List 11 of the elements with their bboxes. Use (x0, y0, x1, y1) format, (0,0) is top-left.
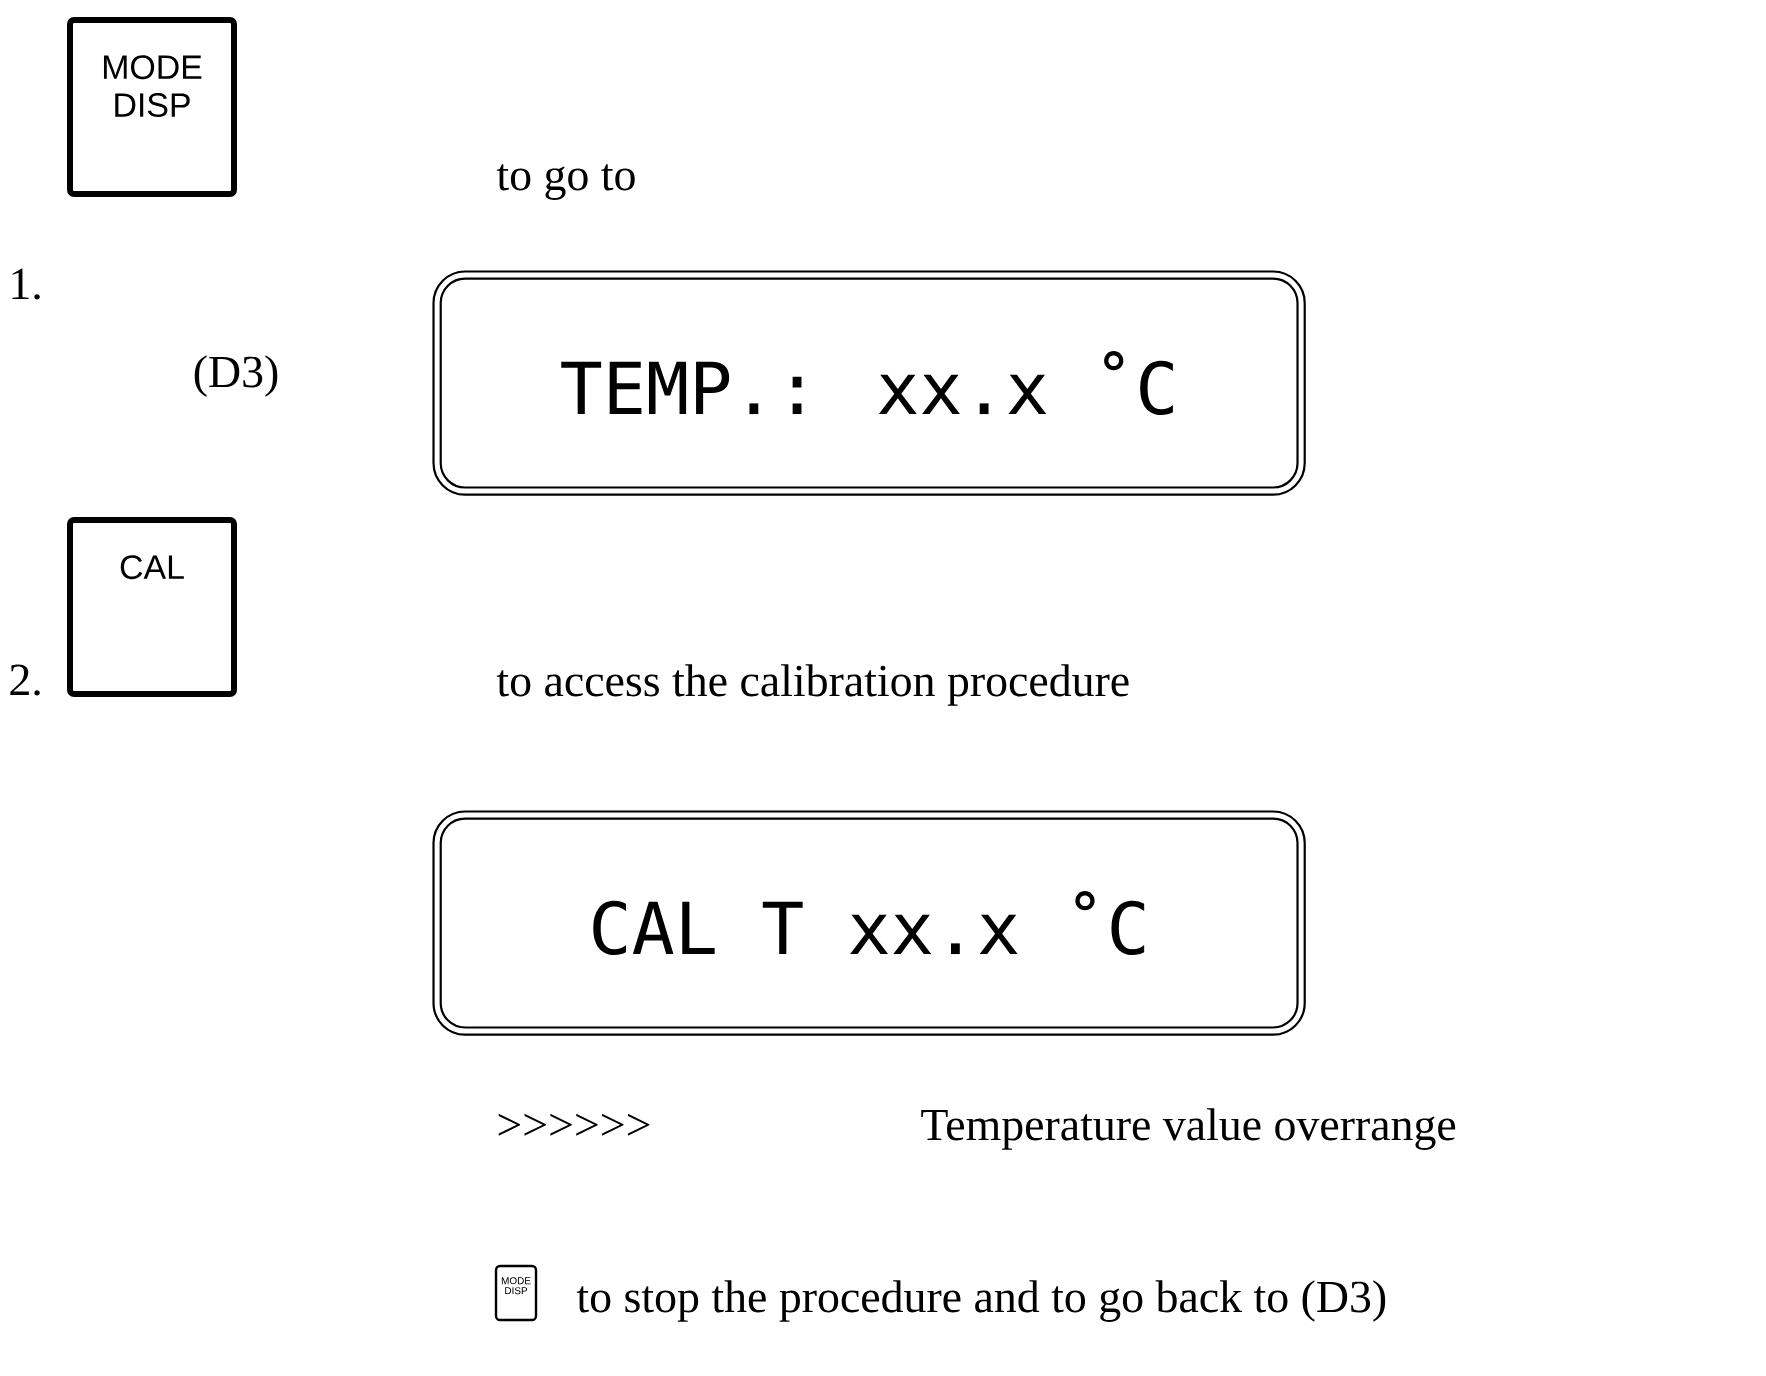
display-reference: (D3) (194, 355, 278, 397)
instruction-text: >>>>>> (498, 1113, 650, 1136)
lcd-display: CAL T xx.x ˚C (432, 810, 1306, 1036)
key-button: MODE DISP (67, 17, 237, 197)
instruction-text: to stop the procedure and to go back to (D3) (576, 1280, 1386, 1322)
lcd-display: TEMP.: xx.x ˚C (432, 270, 1306, 496)
instruction-text: to access the calibration procedure (496, 664, 1129, 706)
key-button: CAL (67, 517, 237, 697)
instruction-text: to go to (496, 164, 635, 200)
instruction-text: 1. (12, 268, 40, 300)
instruction-text: Temperature value overrange (921, 1108, 1456, 1150)
